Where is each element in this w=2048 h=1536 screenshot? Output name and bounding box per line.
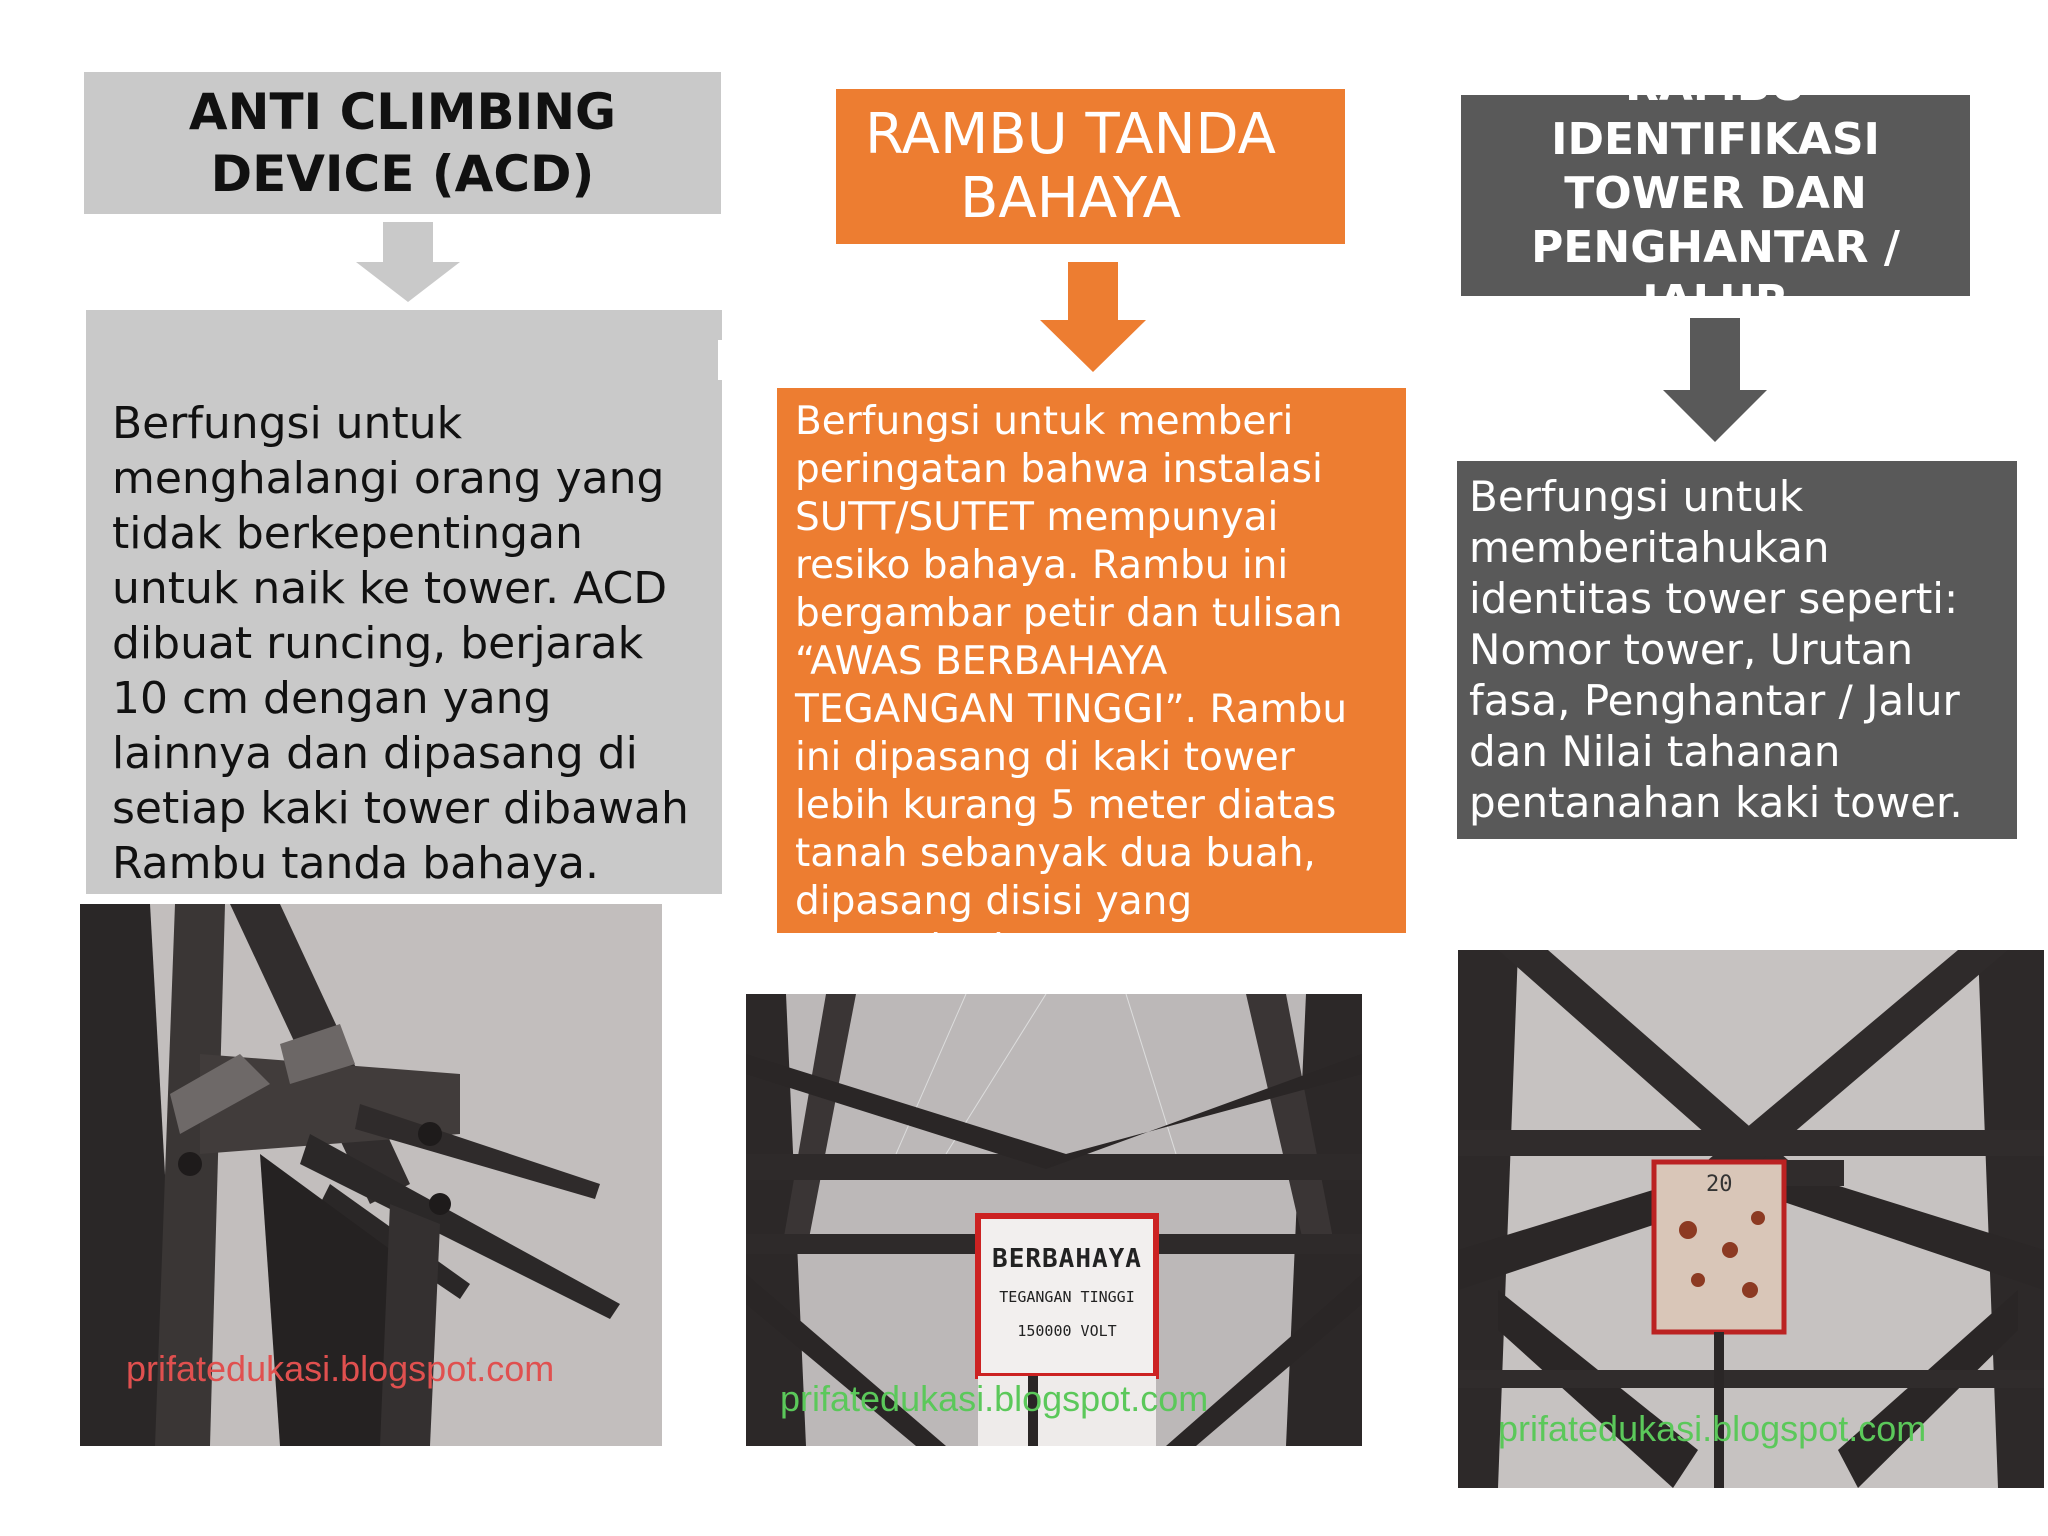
acd-photo: prifatedukasi.blogspot.com — [80, 904, 662, 1446]
arrow-down-icon — [356, 222, 460, 302]
watermark-text: prifatedukasi.blogspot.com — [780, 1378, 1209, 1419]
tower-leg-illustration — [80, 904, 662, 1446]
warning-sign-description: Berfungsi untuk memberi peringatan bahwa… — [795, 399, 1348, 933]
identification-sign-photo: 20 prifatedukasi.blogspot.com — [1458, 950, 2044, 1488]
watermark-text: prifatedukasi.blogspot.com — [1498, 1408, 1927, 1449]
acd-description: Berfungsi untuk menghalangi orang yang t… — [112, 398, 689, 889]
identification-sign-title: RAMBU IDENTIFIKASI TOWER DAN PENGHANTAR … — [1531, 95, 1900, 296]
identification-sign-description-box: Berfungsi untuk memberitahukan identitas… — [1457, 461, 2017, 839]
warning-sign-title: RAMBU TANDA BAHAYA — [865, 101, 1276, 231]
danger-sign-text: BERBAHAYA TEGANGAN TINGGI 150000 VOLT — [992, 1244, 1142, 1340]
identification-sign-title-box: RAMBU IDENTIFIKASI TOWER DAN PENGHANTAR … — [1461, 95, 1970, 296]
acd-title-box: ANTI CLIMBING DEVICE (ACD) — [84, 72, 721, 214]
tower-frame-illustration — [746, 994, 1362, 1446]
tower-frame-illustration — [1458, 950, 2044, 1488]
acd-title: ANTI CLIMBING DEVICE (ACD) — [188, 83, 617, 203]
arrow-down-icon — [1040, 262, 1146, 372]
warning-sign-photo: BERBAHAYA TEGANGAN TINGGI 150000 VOLT pr… — [746, 994, 1362, 1446]
warning-sign-title-box: RAMBU TANDA BAHAYA — [836, 89, 1345, 244]
tower-number: 20 — [1706, 1172, 1733, 1197]
identification-sign-description: Berfungsi untuk memberitahukan identitas… — [1469, 472, 1963, 827]
watermark-text: prifatedukasi.blogspot.com — [126, 1348, 555, 1389]
arrow-down-icon — [1663, 318, 1767, 442]
warning-sign-description-box: Berfungsi untuk memberi peringatan bahwa… — [777, 388, 1406, 933]
acd-description-box: Berfungsi untuk menghalangi orang yang t… — [86, 310, 722, 894]
box-edge-divider — [718, 340, 726, 380]
